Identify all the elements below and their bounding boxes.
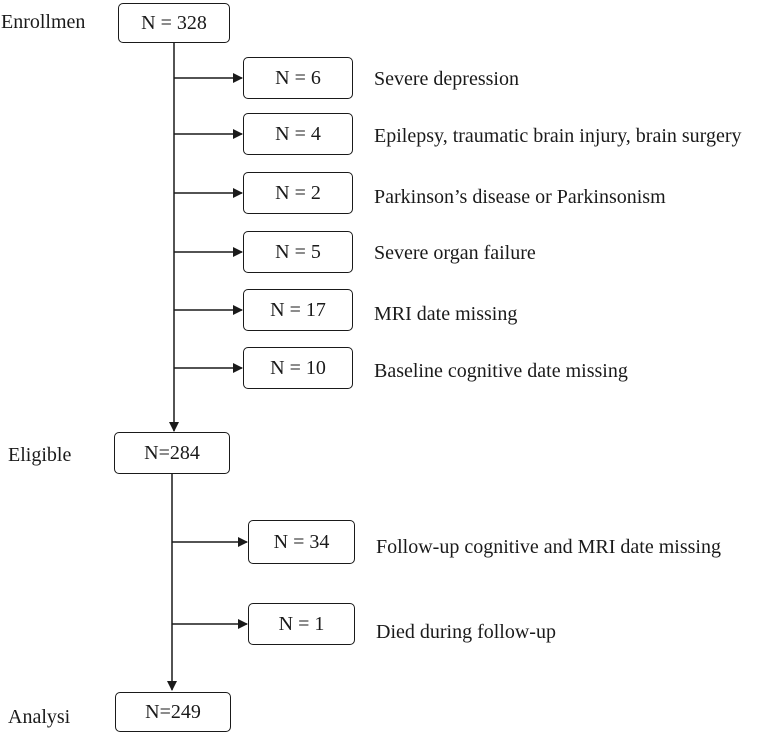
followup-exclusion-reason: Died during follow-up <box>376 621 556 643</box>
eligible-label: Eligible <box>8 444 72 466</box>
exclusion-count-box: N = 2 <box>243 172 353 214</box>
exclusion-reason: Epilepsy, traumatic brain injury, brain … <box>374 125 742 147</box>
exclusion-count-box: N = 17 <box>243 289 353 331</box>
exclusion-count-box: N = 4 <box>243 113 353 155</box>
exclusion-reason: Parkinson’s disease or Parkinsonism <box>374 186 666 208</box>
followup-exclusion-reason: Follow-up cognitive and MRI date missing <box>376 536 721 558</box>
analysis-label: Analysi <box>8 706 71 728</box>
followup-exclusion-count-box: N = 1 <box>248 603 355 645</box>
exclusion-reason: Severe organ failure <box>374 242 536 264</box>
enrollment-count-box: N = 328 <box>118 3 230 43</box>
exclusion-reason: MRI date missing <box>374 303 518 325</box>
exclusion-count-box: N = 10 <box>243 347 353 389</box>
enrollment-label: Enrollmen <box>1 11 86 33</box>
analysis-count-box: N=249 <box>115 692 231 732</box>
eligible-count-box: N=284 <box>114 432 230 474</box>
exclusion-reason: Severe depression <box>374 68 519 90</box>
exclusion-count-box: N = 5 <box>243 231 353 273</box>
exclusion-reason: Baseline cognitive date missing <box>374 360 628 382</box>
exclusion-count-box: N = 6 <box>243 57 353 99</box>
followup-exclusion-count-box: N = 34 <box>248 520 355 564</box>
